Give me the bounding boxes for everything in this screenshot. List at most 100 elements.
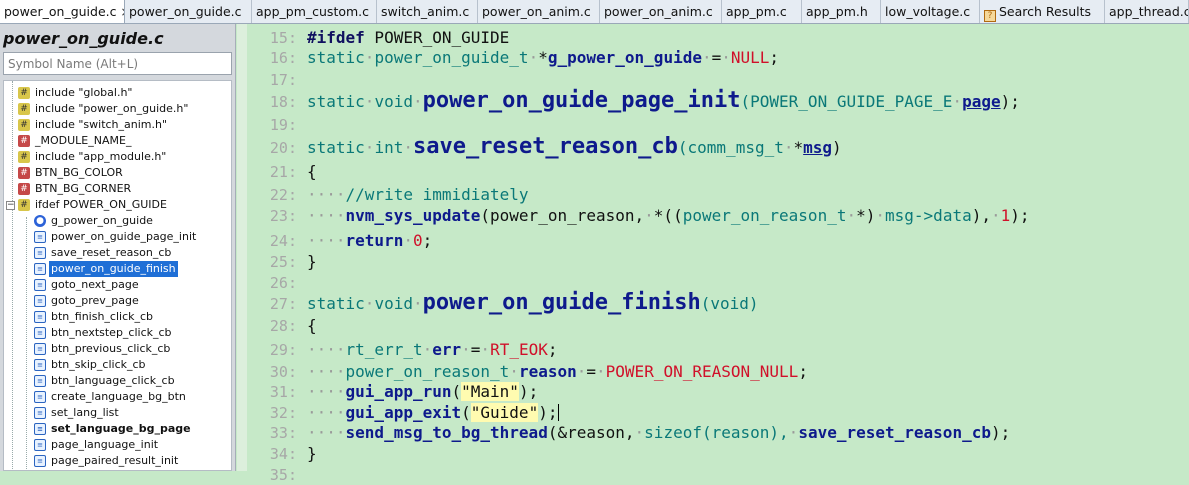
tab-0[interactable]: power_on_guide.c × xyxy=(0,0,125,23)
code-line[interactable]: 27:static·void·power_on_guide_finish(voi… xyxy=(247,289,1189,317)
code-token: { xyxy=(307,162,317,181)
code-line[interactable]: 19: xyxy=(247,114,1189,135)
code-token: (POWER_ON_GUIDE_PAGE_E xyxy=(740,92,953,111)
tab-label: app_pm.h xyxy=(806,4,868,19)
code-line[interactable]: 15:#ifdef POWER_ON_GUIDE xyxy=(247,27,1189,48)
tab-3[interactable]: switch_anim.c xyxy=(377,0,478,23)
symbol-label: btn_finish_click_cb xyxy=(51,310,154,323)
code-token: power_on_reason_t xyxy=(345,362,510,381)
symbol-item[interactable]: ≡btn_language_click_cb xyxy=(4,373,231,389)
line-number: 21: xyxy=(269,163,297,181)
symbol-item[interactable]: ≡btn_skip_click_cb xyxy=(4,357,231,373)
tab-10[interactable]: app_thread.c xyxy=(1105,0,1189,23)
symbol-item[interactable]: ≡power_on_guide_page_init xyxy=(4,229,231,245)
code-line[interactable]: 16:static·power_on_guide_t·*g_power_on_g… xyxy=(247,47,1189,68)
function-icon: ≡ xyxy=(34,375,46,387)
code-line[interactable]: 20:static·int·save_reset_reason_cb(comm_… xyxy=(247,133,1189,161)
symbol-item[interactable]: ≡set_lang_list xyxy=(4,405,231,421)
code-token: · xyxy=(701,48,712,67)
symbol-item[interactable]: ≡btn_finish_click_cb xyxy=(4,309,231,325)
code-line[interactable]: 32:····gui_app_exit("Guide"); xyxy=(247,402,1189,423)
code-line[interactable]: 18:static·void·power_on_guide_page_init(… xyxy=(247,87,1189,115)
tab-8[interactable]: low_voltage.c xyxy=(881,0,980,23)
symbol-label: power_on_guide_page_init xyxy=(51,230,197,243)
function-icon: ≡ xyxy=(34,263,46,275)
tab-2[interactable]: app_pm_custom.c xyxy=(252,0,377,23)
tab-6[interactable]: app_pm.c xyxy=(722,0,802,23)
code-token: · xyxy=(403,231,413,250)
code-line[interactable]: 17: xyxy=(247,69,1189,90)
code-line[interactable]: 24:····return·0; xyxy=(247,230,1189,251)
code-token: NULL xyxy=(730,48,770,67)
line-number: 24: xyxy=(269,232,297,250)
code-line[interactable]: 35: xyxy=(247,464,1189,485)
tab-1[interactable]: power_on_guide.c xyxy=(125,0,252,23)
code-token: msg->data xyxy=(885,206,972,225)
symbol-search-input[interactable] xyxy=(3,52,232,75)
code-token: (power_on_reason, xyxy=(480,206,645,225)
symbol-item[interactable]: ≡save_reset_reason_cb xyxy=(4,245,231,261)
symbol-sidebar: power_on_guide.c #include "global.h"#inc… xyxy=(0,24,236,471)
code-token: · xyxy=(721,48,731,67)
symbol-item[interactable]: #include "switch_anim.h" xyxy=(4,117,231,133)
line-number: 19: xyxy=(269,116,297,134)
code-line[interactable]: 31:····gui_app_run("Main"); xyxy=(247,381,1189,402)
symbol-item[interactable]: ≡goto_next_page xyxy=(4,277,231,293)
close-icon[interactable]: × xyxy=(121,5,124,19)
symbol-item[interactable]: ≡btn_previous_click_cb xyxy=(4,341,231,357)
code-token: 1 xyxy=(1000,206,1011,225)
code-line[interactable]: 25:} xyxy=(247,251,1189,272)
tab-5[interactable]: power_on_anim.c xyxy=(600,0,722,23)
function-icon: ≡ xyxy=(34,407,46,419)
symbol-item[interactable]: #BTN_BG_COLOR xyxy=(4,165,231,181)
symbol-item[interactable]: #include "app_module.h" xyxy=(4,149,231,165)
code-line[interactable]: 23:····nvm_sys_update(power_on_reason,·*… xyxy=(247,205,1189,226)
code-token: ; xyxy=(422,231,433,250)
symbol-item[interactable]: #_MODULE_NAME_ xyxy=(4,133,231,149)
symbol-item[interactable]: #include "global.h" xyxy=(4,85,231,101)
code-line[interactable]: 29:····rt_err_t·err·=·RT_EOK; xyxy=(247,339,1189,360)
symbol-item[interactable]: ≡power_on_guide_finish xyxy=(4,261,231,277)
collapse-icon[interactable]: − xyxy=(6,200,15,210)
symbol-list[interactable]: #include "global.h"#include "power_on_gu… xyxy=(3,80,232,471)
code-token: · xyxy=(875,206,886,225)
symbol-item[interactable]: ≡page_language_init xyxy=(4,437,231,453)
tab-9[interactable]: ?Search Results xyxy=(980,0,1105,23)
symbol-item[interactable]: #BTN_BG_CORNER xyxy=(4,181,231,197)
code-line[interactable]: 26: xyxy=(247,272,1189,293)
tab-label: power_on_guide.c xyxy=(129,4,242,19)
code-token: g_power_on_guide xyxy=(547,48,702,67)
symbol-item[interactable]: ≡btn_nextstep_click_cb xyxy=(4,325,231,341)
code-line[interactable]: 21: { xyxy=(247,161,1189,182)
line-number: 23: xyxy=(269,207,297,225)
symbol-item[interactable]: ≡goto_prev_page xyxy=(4,293,231,309)
function-icon: ≡ xyxy=(34,423,46,435)
code-token: *) xyxy=(856,206,876,225)
code-line[interactable]: 22:····//write immidiately xyxy=(247,184,1189,205)
line-number: 27: xyxy=(269,295,297,313)
code-token: save_reset_reason_cb xyxy=(412,134,678,159)
tab-label: power_on_guide.c xyxy=(4,4,117,19)
include-icon: # xyxy=(18,119,30,131)
symbol-item[interactable]: −#ifdef POWER_ON_GUIDE xyxy=(4,197,231,213)
code-line[interactable]: 33:····send_msg_to_bg_thread(&reason,·si… xyxy=(247,422,1189,443)
symbol-item[interactable]: ●g_power_on_guide xyxy=(4,213,231,229)
symbol-item[interactable]: #include "power_on_guide.h" xyxy=(4,101,231,117)
code-line[interactable]: 30:····power_on_reason_t·reason·=·POWER_… xyxy=(247,361,1189,382)
tab-7[interactable]: app_pm.h xyxy=(802,0,881,23)
function-icon: ≡ xyxy=(34,327,46,339)
code-line[interactable]: 28:{ xyxy=(247,315,1189,336)
symbol-item[interactable]: ≡set_language_bg_page xyxy=(4,421,231,437)
line-number: 17: xyxy=(269,71,297,89)
code-line[interactable]: 34:} xyxy=(247,443,1189,464)
code-token: ); xyxy=(518,382,539,401)
code-token: * xyxy=(538,48,548,67)
define-icon: # xyxy=(18,183,30,195)
tab-4[interactable]: power_on_anim.c xyxy=(478,0,600,23)
symbol-label: save_reset_reason_cb xyxy=(51,246,172,259)
symbol-item[interactable]: ≡page_paired_result_init xyxy=(4,453,231,469)
symbol-item[interactable]: ≡create_language_bg_btn xyxy=(4,389,231,405)
line-number: 22: xyxy=(269,186,297,204)
code-token: · xyxy=(364,48,375,67)
